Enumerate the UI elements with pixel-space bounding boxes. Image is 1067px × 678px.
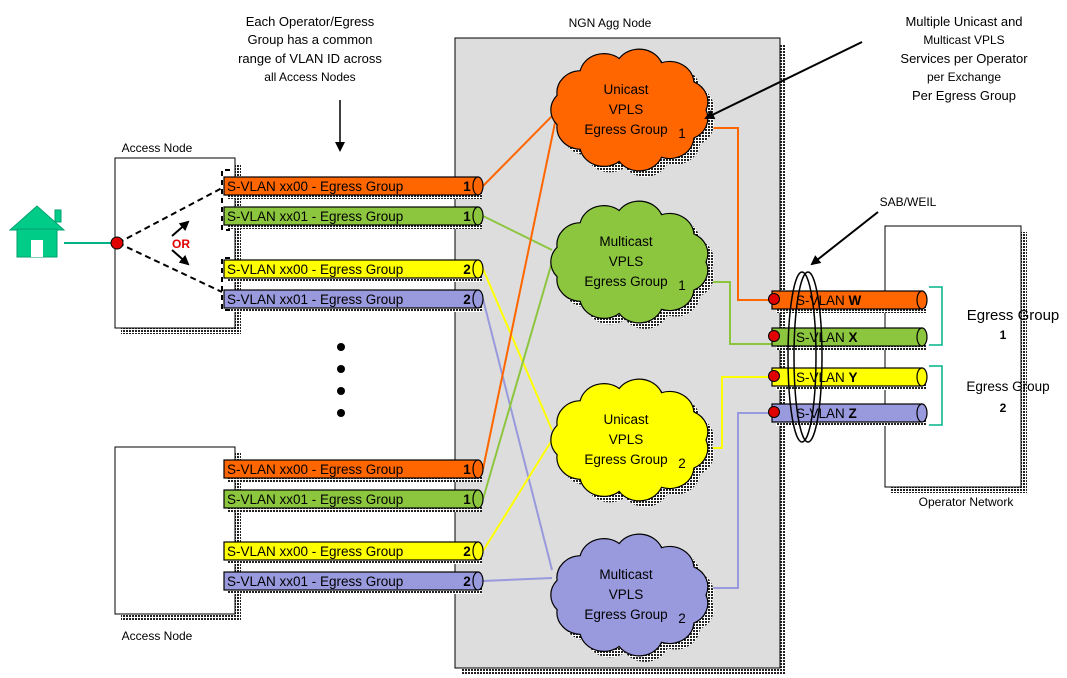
- access-vlan-tube: S-VLAN xx00 - Egress Group 2: [223, 541, 484, 564]
- note-line: Services per Operator: [900, 51, 1028, 66]
- cloud-text: Egress Group: [584, 274, 667, 289]
- operator-vlan-label: S-VLAN X: [796, 330, 858, 345]
- access-vlan-tube: S-VLAN xx00 - Egress Group 2: [223, 259, 484, 282]
- vlan-tube-group-num: 1: [463, 209, 471, 224]
- operator-vlan-tube: S-VLAN X: [768, 327, 928, 350]
- port-dot: [768, 406, 780, 418]
- access-vlan-tube: S-VLAN xx00 - Egress Group 1: [223, 459, 484, 482]
- access-fan: [110, 169, 230, 311]
- access-node-bottom-label: Access Node: [122, 629, 193, 643]
- cloud-text: Egress Group: [584, 122, 667, 137]
- note-line: Per Egress Group: [912, 88, 1016, 103]
- access-node-top-label: Access Node: [122, 141, 193, 155]
- vlan-tube-label: S-VLAN xx01 - Egress Group: [227, 492, 403, 507]
- ellipsis-dots: [337, 343, 345, 417]
- annotation-arrows: [335, 41, 879, 266]
- egress-group-num: 2: [1000, 401, 1007, 415]
- operator-network-label: Operator Network: [919, 495, 1015, 509]
- access-node-bottom: [114, 446, 241, 620]
- or-label: OR: [172, 237, 190, 251]
- house-icon: [8, 205, 115, 258]
- sab-weil-label: SAB/WEIL: [880, 195, 937, 209]
- note-line: Multicast VPLS: [923, 33, 1004, 47]
- vlan-tube-group-num: 2: [463, 292, 471, 307]
- vlan-tube-group-num: 2: [463, 574, 471, 589]
- cloud-text: Multicast: [599, 234, 653, 249]
- access-vlan-tube: S-VLAN xx01 - Egress Group 2: [223, 571, 484, 594]
- vlan-tube-label: S-VLAN xx00 - Egress Group: [227, 262, 403, 277]
- cloud-text: VPLS: [609, 587, 644, 602]
- note-line: Group has a common: [247, 32, 372, 47]
- vlan-tube-group-num: 1: [463, 462, 471, 477]
- operator-vlan-label: S-VLAN Y: [796, 370, 858, 385]
- cloud-text: Egress Group: [584, 452, 667, 467]
- egress-brackets: [929, 286, 943, 426]
- operator-vlan-label: S-VLAN Z: [796, 406, 857, 421]
- egress-group-label: Egress Group: [967, 307, 1060, 324]
- vlan-tube-group-num: 1: [463, 179, 471, 194]
- note-line: range of VLAN ID across: [238, 51, 382, 66]
- port-dot: [768, 293, 780, 305]
- operator-vlan-tube: S-VLAN Y: [768, 367, 928, 390]
- port-dot: [768, 370, 780, 382]
- cloud-group-num: 1: [678, 278, 686, 293]
- operator-vlan-tube: S-VLAN W: [768, 290, 928, 313]
- note-line: Each Operator/Egress: [246, 14, 375, 29]
- vlan-tube-label: S-VLAN xx00 - Egress Group: [227, 462, 403, 477]
- note-line: all Access Nodes: [264, 70, 355, 84]
- cloud-text: Unicast: [603, 412, 648, 427]
- operator-network: [884, 225, 1027, 493]
- egress-group-num: 1: [1000, 328, 1007, 342]
- operator-vlan-label: S-VLAN W: [796, 293, 862, 308]
- access-vlan-tube: S-VLAN xx01 - Egress Group 1: [223, 206, 484, 229]
- cloud-text: VPLS: [609, 432, 644, 447]
- cloud-text: VPLS: [609, 102, 644, 117]
- port-dot: [110, 236, 124, 250]
- cloud-group-num: 1: [678, 126, 686, 141]
- cloud-text: VPLS: [609, 254, 644, 269]
- services-note: Multiple Unicast and Multicast VPLS Serv…: [900, 14, 1028, 103]
- vlan-tube-label: S-VLAN xx00 - Egress Group: [227, 544, 403, 559]
- vlan-tube-label: S-VLAN xx01 - Egress Group: [227, 292, 403, 307]
- vlan-tube-label: S-VLAN xx00 - Egress Group: [227, 179, 403, 194]
- vlan-tube-label: S-VLAN xx01 - Egress Group: [227, 574, 403, 589]
- cloud-text: Egress Group: [584, 607, 667, 622]
- cloud-group-num: 2: [678, 611, 686, 626]
- access-vlan-tube: S-VLAN xx00 - Egress Group 1: [223, 176, 484, 199]
- cloud-text: Unicast: [603, 82, 648, 97]
- vlan-range-note: Each Operator/Egress Group has a common …: [238, 14, 382, 84]
- access-vlan-tube: S-VLAN xx01 - Egress Group 1: [223, 489, 484, 512]
- vlan-tube-label: S-VLAN xx01 - Egress Group: [227, 209, 403, 224]
- cloud-group-num: 2: [678, 456, 686, 471]
- vlan-tube-group-num: 1: [463, 492, 471, 507]
- note-line: per Exchange: [927, 70, 1001, 84]
- cloud-text: Multicast: [599, 567, 653, 582]
- vlan-tube-group-num: 2: [463, 262, 471, 277]
- sab-weil-bundle: [787, 271, 823, 443]
- port-dot: [768, 330, 780, 342]
- vlan-tube-group-num: 2: [463, 544, 471, 559]
- access-vlan-tube: S-VLAN xx01 - Egress Group 2: [223, 289, 484, 312]
- connection-lines: [482, 111, 772, 589]
- note-line: Multiple Unicast and: [905, 14, 1022, 29]
- egress-group-label: Egress Group: [966, 379, 1049, 394]
- ngn-title: NGN Agg Node: [569, 16, 652, 30]
